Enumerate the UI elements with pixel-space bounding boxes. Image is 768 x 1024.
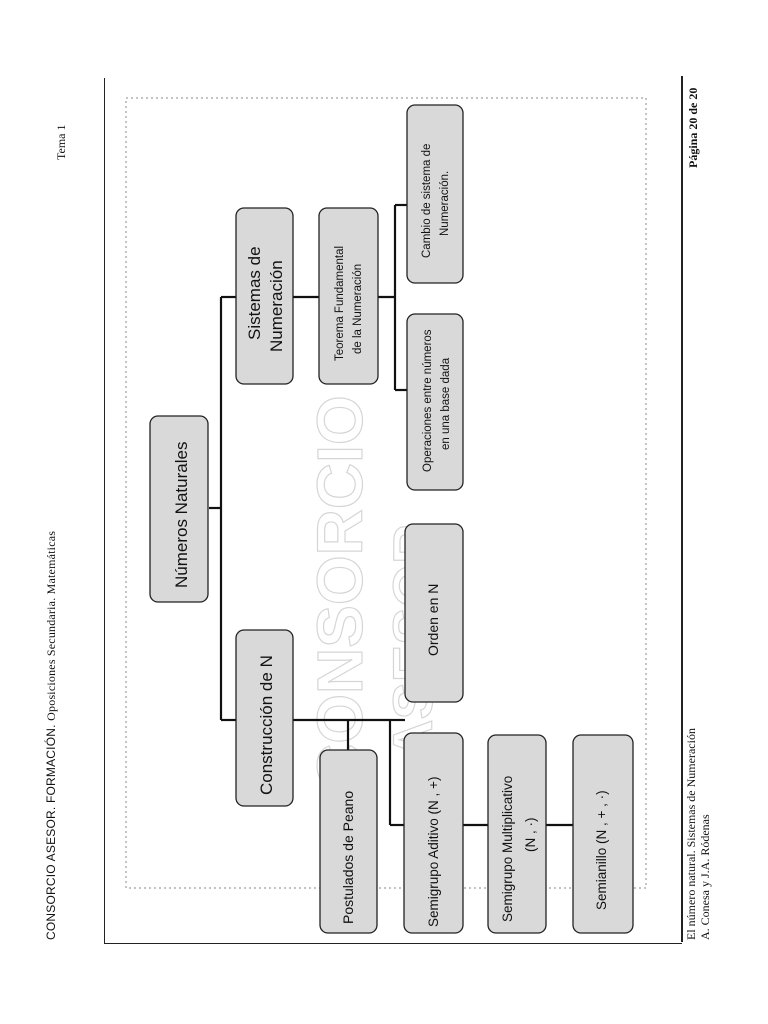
- node-cambio-line2: Numeración.: [439, 171, 451, 236]
- node-numeros-naturales-label: Números Naturales: [172, 442, 191, 588]
- frame-line-left: [104, 78, 105, 944]
- node-sistemas: Sistemas de Numeración: [235, 207, 294, 385]
- header-course-text: Oposiciones Secundaria. Matemáticas: [44, 530, 58, 721]
- node-construccion-label: Construcción de N: [257, 655, 276, 795]
- footer-authors: A. Conesa y J.A. Ródenas: [698, 814, 712, 940]
- node-numeros-naturales: Números Naturales: [149, 415, 209, 603]
- node-peano: Postulados de Peano: [319, 749, 378, 934]
- node-orden: Orden en N: [404, 523, 464, 703]
- node-teorema-line2: de la Numeración: [352, 264, 364, 354]
- node-construccion: Construcción de N: [235, 629, 294, 807]
- node-teorema: Teorema Fundamental de la Numeración: [318, 207, 379, 385]
- diagram-dotted-border: [125, 97, 647, 889]
- footer-title: El número natural. Sistemas de Numeració…: [684, 728, 698, 940]
- concept-map: CONSORCIO ASESOR Números Naturales Const…: [125, 97, 647, 934]
- connectors: [209, 203, 573, 827]
- node-semianillo-label: Semianillo (N , + , ·): [594, 790, 609, 910]
- header-org: CONSORCIO ASESOR. FORMACIÓN. Oposiciones…: [44, 531, 59, 940]
- node-operaciones-line1: Operaciones entre números: [422, 329, 434, 472]
- node-sistemas-line1: Sistemas de: [245, 246, 264, 340]
- header-topic-text: Tema 1: [54, 124, 68, 160]
- frame-line-right: [681, 76, 683, 942]
- node-teorema-line1: Teorema Fundamental: [334, 246, 346, 361]
- header-topic: Tema 1: [54, 125, 69, 160]
- footer-page-text: Página 20 de 20: [686, 87, 700, 168]
- node-sistemas-line2: Numeración: [267, 260, 286, 352]
- node-operaciones: Operaciones entre números en una base da…: [406, 313, 464, 491]
- node-multiplicativo-line2: (N , ·): [523, 818, 538, 853]
- node-peano-label: Postulados de Peano: [340, 791, 356, 924]
- frame-line-bottom: [104, 943, 682, 944]
- node-multiplicativo-line1: Semigrupo Multiplicativo: [500, 776, 515, 922]
- node-multiplicativo: Semigrupo Multiplicativo (N , ·): [487, 734, 547, 934]
- node-aditivo: Semigrupo Aditivo (N , +): [403, 732, 464, 934]
- footer-left: El número natural. Sistemas de Numeració…: [684, 728, 712, 940]
- node-operaciones-line2: en una base dada: [440, 357, 452, 450]
- node-cambio-line1: Cambio de sistema de: [421, 144, 433, 258]
- header-org-text: CONSORCIO ASESOR. FORMACIÓN.: [44, 724, 58, 940]
- node-aditivo-label: Semigrupo Aditivo (N , +): [426, 777, 441, 927]
- node-cambio: Cambio de sistema de Numeración.: [406, 104, 464, 284]
- watermark-line1: CONSORCIO: [304, 395, 376, 790]
- node-semianillo: Semianillo (N , + , ·): [572, 734, 634, 934]
- footer-page: Página 20 de 20: [686, 88, 700, 168]
- node-orden-label: Orden en N: [425, 584, 441, 656]
